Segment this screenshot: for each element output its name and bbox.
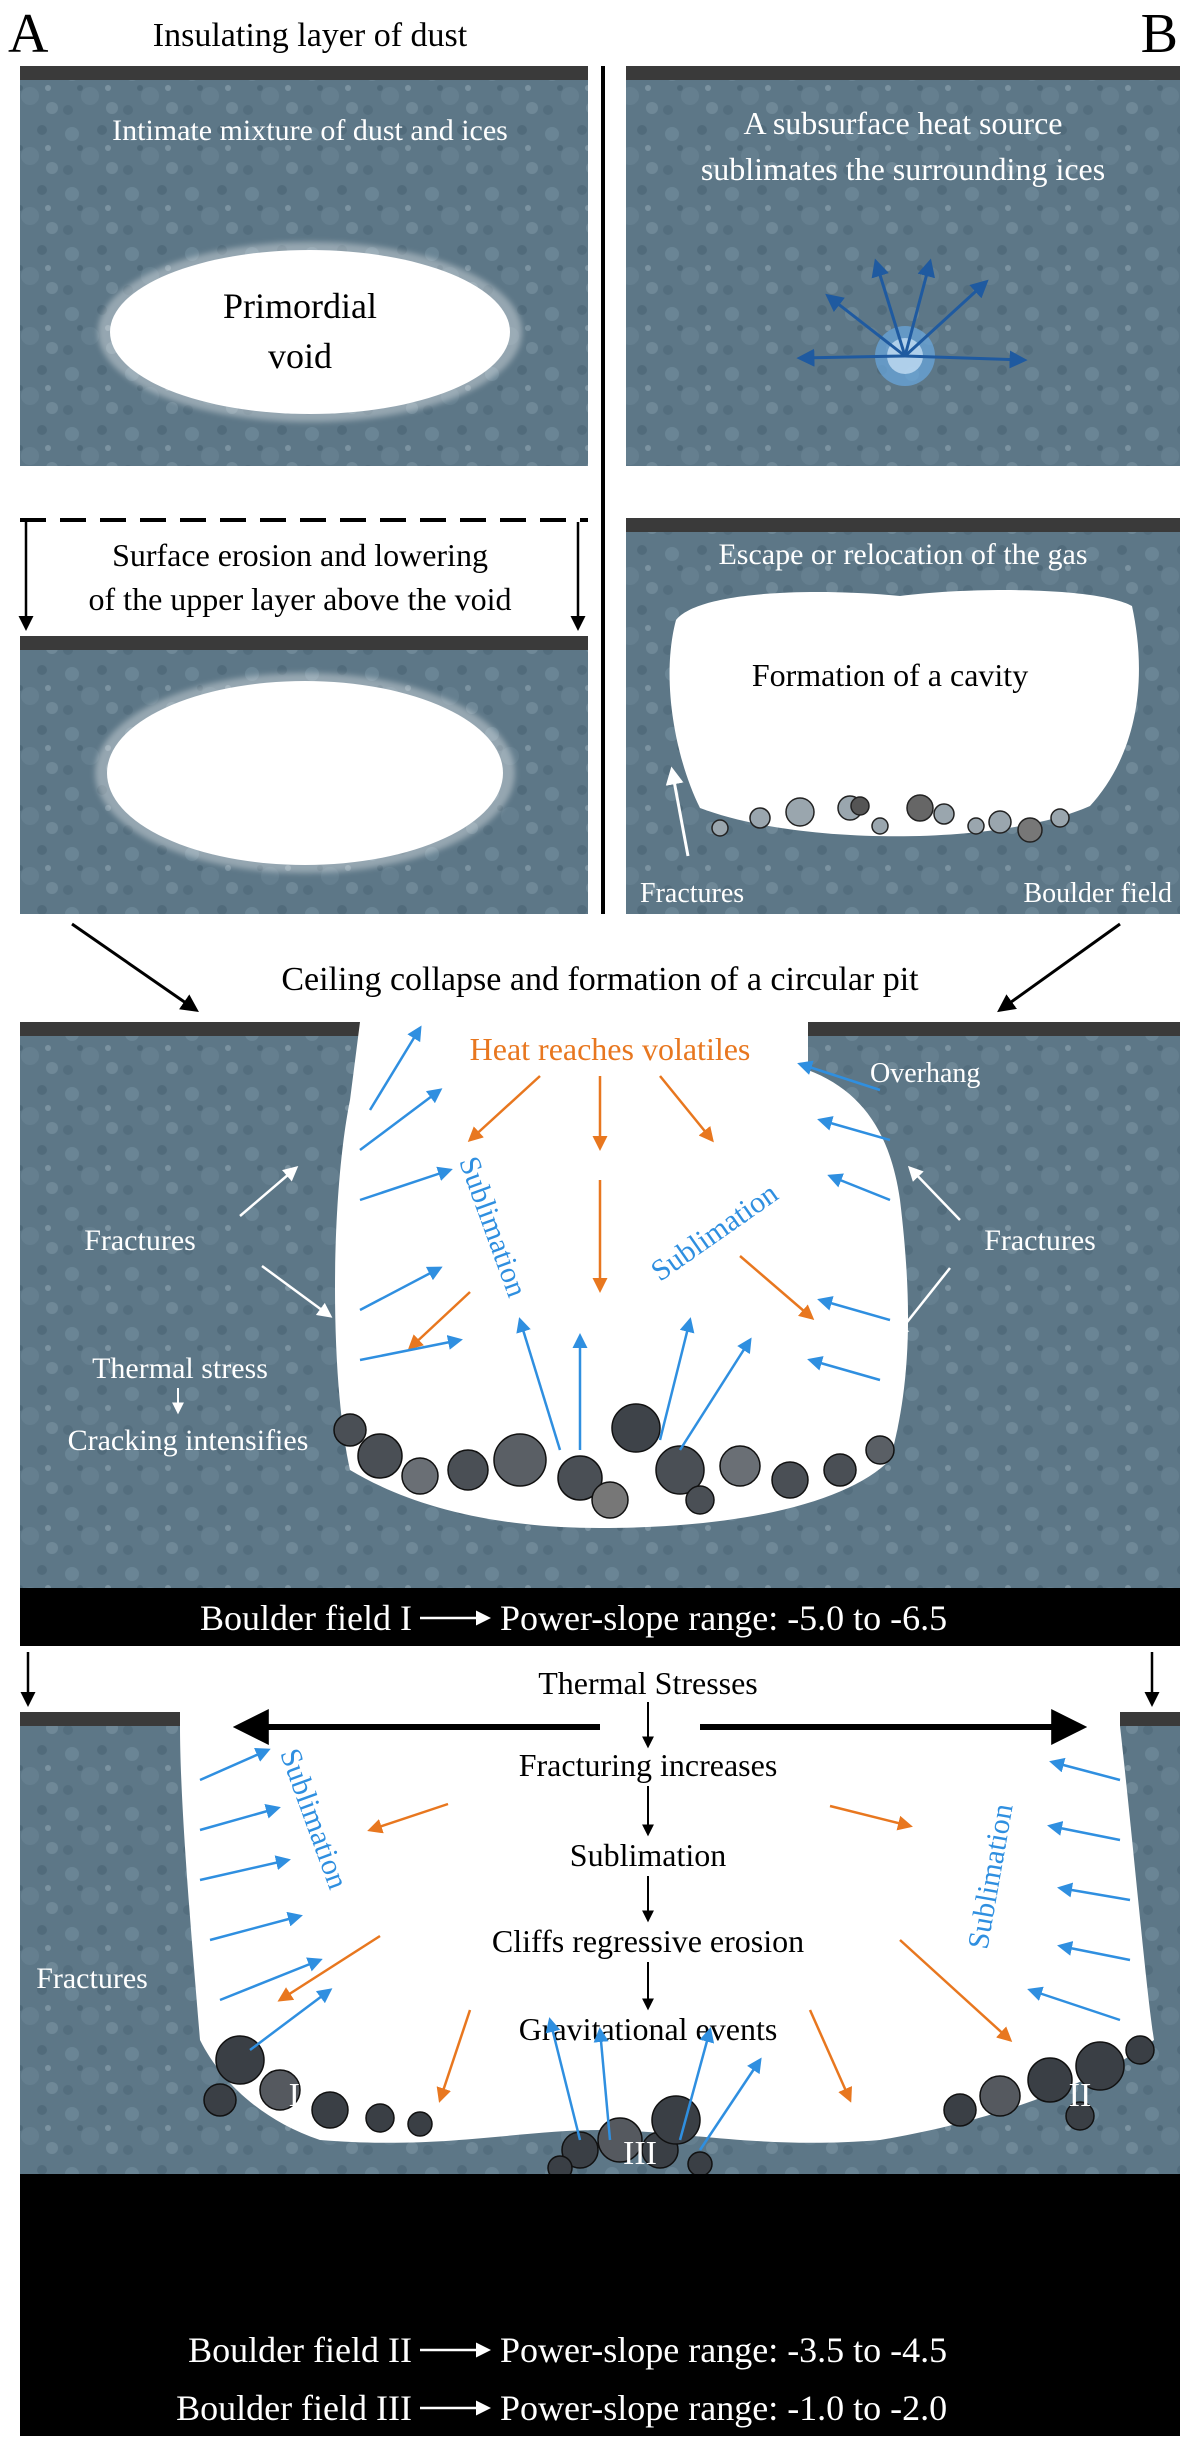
panel-a-box1: Intimate mixture of dust and ices Primor… bbox=[20, 66, 588, 466]
cracking-label: Cracking intensifies bbox=[68, 1424, 309, 1457]
boulder-numeral-I: I bbox=[623, 1451, 634, 1487]
heat-reaches-label: Heat reaches volatiles bbox=[470, 1031, 751, 1067]
thermal-stress-label: Thermal stress bbox=[92, 1352, 268, 1385]
flow-step-1: Thermal Stresses bbox=[538, 1665, 758, 1701]
fractures-left-label: Fractures bbox=[84, 1224, 196, 1257]
pit-void bbox=[335, 1022, 909, 1528]
bar-field-I-name: Boulder field I bbox=[200, 1598, 412, 1638]
void-label-line1: Primordial bbox=[223, 286, 377, 326]
bar-field-III-name: Boulder field III bbox=[176, 2388, 412, 2428]
fractures-label-stage4: Fractures bbox=[36, 1962, 148, 1995]
erosion-caption-line2: of the upper layer above the void bbox=[89, 581, 512, 617]
converge-arrow-right bbox=[997, 922, 1121, 1013]
bar-field-II-III bbox=[20, 2174, 1180, 2436]
fractures-label: Fractures bbox=[640, 878, 744, 909]
fracture-pointer-arrows bbox=[239, 1165, 961, 1339]
flow-step-5: Gravitational events bbox=[519, 2011, 778, 2047]
heat-source-line2: sublimates the surrounding ices bbox=[701, 151, 1105, 187]
mixture-caption: Intimate mixture of dust and ices bbox=[112, 114, 508, 147]
boulder-numeral-III: III bbox=[623, 2135, 657, 2172]
panel-a-erosion: Surface erosion and lowering of the uppe… bbox=[18, 518, 588, 631]
panel-a-box2 bbox=[20, 636, 588, 914]
boulder-field-label: Boulder field bbox=[1023, 878, 1172, 909]
stage4-heat-arrows bbox=[277, 1802, 1013, 2103]
cavity-boulders bbox=[711, 794, 1070, 843]
fractures-right-label: Fractures bbox=[984, 1224, 1096, 1257]
collapse-caption: Ceiling collapse and formation of a circ… bbox=[281, 961, 919, 998]
pit-floor-boulders bbox=[333, 1403, 895, 1519]
flow-step-3: Sublimation bbox=[570, 1837, 726, 1873]
converge-arrow-left bbox=[71, 922, 199, 1013]
fracture-pointer-arrow bbox=[665, 766, 690, 857]
void-label-line2: void bbox=[268, 336, 332, 376]
overhang-label: Overhang bbox=[870, 1058, 980, 1089]
panel-b-box1: A subsurface heat source sublimates the … bbox=[626, 66, 1180, 466]
cavity-label: Formation of a cavity bbox=[752, 657, 1028, 693]
stage4-pit: II II III Fractures Sublimation Sublimat… bbox=[20, 1665, 1180, 2181]
bar-field-I-range: Power-slope range: -5.0 to -6.5 bbox=[500, 1598, 947, 1638]
bar-field-I bbox=[20, 1588, 1180, 1646]
boulder-numeral-II-right: II bbox=[1069, 2077, 1092, 2114]
heat-radiation-arrows bbox=[796, 258, 1028, 369]
stage4-sublimation-arrows bbox=[199, 1747, 1131, 2151]
heat-source-line1: A subsurface heat source bbox=[744, 105, 1063, 141]
sublimation-arrows bbox=[359, 1025, 891, 1451]
insulating-layer-label: Insulating layer of dust bbox=[153, 17, 468, 54]
stage3-pit: Heat reaches volatiles Overhang Fracture… bbox=[20, 1022, 1180, 1588]
flow-step-2: Fracturing increases bbox=[519, 1747, 778, 1783]
flow-step-4: Cliffs regressive erosion bbox=[492, 1923, 804, 1959]
panel-b-box2: Escape or relocation of the gas Formatio… bbox=[626, 518, 1180, 914]
panel-b-letter: B bbox=[1141, 3, 1178, 65]
heat-arrows bbox=[407, 1075, 815, 1351]
panel-a-letter: A bbox=[8, 3, 49, 65]
erosion-caption-line1: Surface erosion and lowering bbox=[112, 537, 488, 573]
bar-field-III-range: Power-slope range: -1.0 to -2.0 bbox=[500, 2388, 947, 2428]
gas-escape-caption: Escape or relocation of the gas bbox=[718, 538, 1087, 571]
boulder-numeral-II-left: II bbox=[289, 2077, 312, 2114]
dust-layer bbox=[20, 66, 588, 80]
bar-field-II-range: Power-slope range: -3.5 to -4.5 bbox=[500, 2330, 947, 2370]
cavity-shape bbox=[669, 590, 1139, 837]
bar-field-II-name: Boulder field II bbox=[188, 2330, 412, 2370]
